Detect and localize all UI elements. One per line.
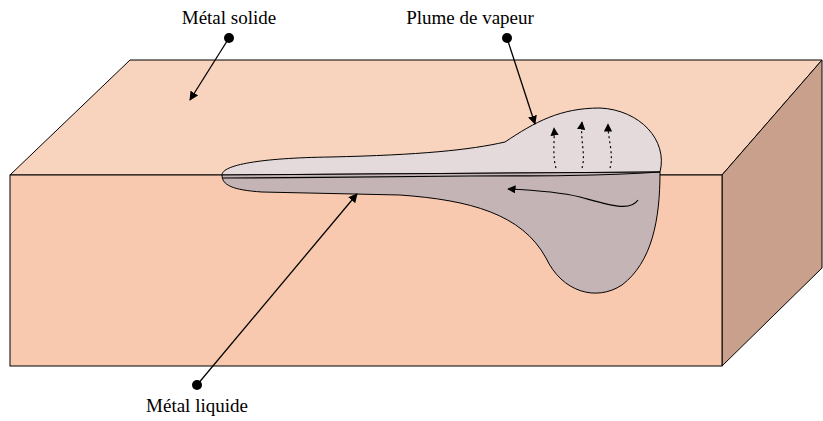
vapour-plume-region: [222, 108, 661, 175]
part-label: Plume de vapeur: [406, 8, 534, 29]
vapour-arrows: [554, 122, 612, 168]
side-face: [722, 60, 822, 366]
flow-arrow: [508, 189, 638, 206]
top-face: [10, 60, 822, 175]
part-label: Métal liquide: [146, 396, 248, 417]
pool-surface: [222, 172, 660, 178]
liquid-metal-section: [222, 172, 660, 293]
part-label: Métal solide: [182, 8, 276, 29]
leader-lines: [190, 38, 535, 385]
leader-dots: [192, 33, 512, 390]
